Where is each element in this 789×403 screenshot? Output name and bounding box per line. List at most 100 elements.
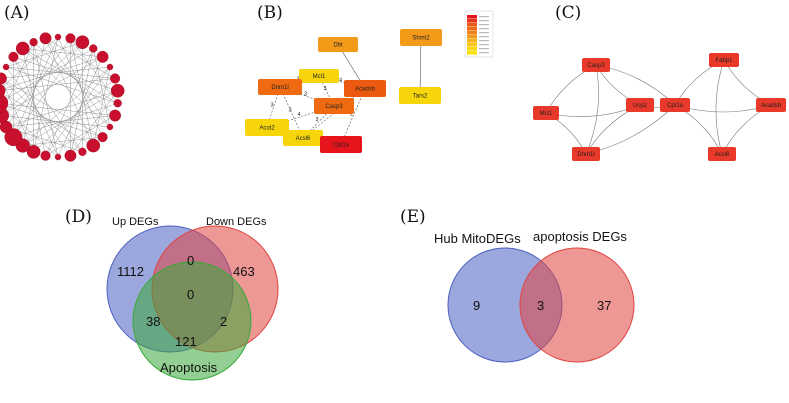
panel-a-edge (45, 38, 116, 79)
panel-a-edge (13, 56, 59, 158)
panel-c-node (582, 58, 610, 72)
panel-b-edge-weight: 3 (271, 102, 274, 108)
panel-b-node (314, 98, 354, 114)
panel-d-label: (D) (65, 207, 92, 227)
panel-a-edge (33, 42, 59, 158)
panel-c-node (626, 98, 654, 112)
panel-a-edge (93, 48, 111, 128)
panel-b-legend-tick (479, 40, 489, 42)
panel-b-legend-tick (479, 24, 489, 26)
panel-b-node (245, 119, 289, 136)
panel-a-nodes (0, 32, 125, 162)
panel-c-node (756, 98, 786, 112)
panel-b-node (318, 37, 358, 52)
panel-b-node-label: Dnm1l (271, 85, 288, 91)
panel-b-edge-weight: 3 (316, 117, 319, 123)
panel-a-edge (22, 48, 103, 58)
panel-a-edge (45, 38, 94, 146)
panel-a-node (96, 50, 109, 63)
venn-d-set-down-label: Down DEGs (206, 216, 267, 228)
panel-a-edge (33, 36, 59, 152)
panel-c-node-label: Mcl1 (540, 111, 553, 117)
panel-a-node (106, 123, 114, 131)
panel-a-node (4, 128, 23, 147)
panel-b-legend-tick (479, 48, 489, 50)
panel-a-node (110, 73, 121, 84)
panel-b-legend-swatch (467, 31, 477, 35)
panel-a-edge (13, 103, 118, 138)
venn-d-set-up-label: Up DEGs (112, 216, 159, 228)
panel-b-node (399, 87, 441, 104)
panel-b-legend-tick (479, 36, 489, 38)
venn-d-up-only: 1112 (117, 264, 144, 279)
panel-a-edge (13, 36, 59, 138)
panel-a-edge (70, 48, 94, 156)
venn-d-up-apop: 38 (146, 314, 160, 329)
panel-a-node (64, 149, 77, 162)
panel-a-edge (45, 38, 111, 128)
panel-b-network: 333334332234 DbtMcl1Dnm1lAcadsbCasp3Acot… (245, 10, 494, 153)
panel-b-edge-weight: 3 (289, 108, 292, 114)
panel-b-legend-tick (479, 32, 489, 34)
panel-b-legend-swatch (467, 51, 477, 55)
panel-a-edge (45, 66, 111, 156)
panel-a-edge (5, 66, 118, 104)
panel-b-legend-swatch (467, 19, 477, 23)
panel-b-node-label: Tars2 (413, 94, 428, 100)
venn-e-both: 3 (537, 298, 544, 313)
panel-c-edge (585, 64, 599, 155)
panel-a-edge (0, 78, 83, 152)
panel-a-edge (0, 66, 110, 79)
panel-a-node (40, 150, 51, 161)
panel-b-legend-swatch (467, 39, 477, 43)
panel-a-edge (6, 115, 116, 128)
panel-b-edge-weight: 2 (350, 112, 353, 118)
panel-a-node (39, 32, 52, 45)
panel-a-network (0, 32, 125, 162)
panel-a-edge (45, 115, 116, 156)
panel-a-edge (5, 90, 118, 128)
panel-a-edge (22, 136, 103, 146)
panel-a-edge (45, 48, 94, 156)
panel-b-edge (419, 37, 422, 96)
venn-e-set-left-label: Hub MitoDEGs (434, 231, 521, 246)
panel-a-edge (0, 56, 103, 91)
panel-a-node (113, 99, 122, 108)
panel-b-edge-weight: 3 (324, 86, 327, 92)
panel-a-edge (0, 36, 59, 90)
panel-b-legend-swatch (467, 15, 477, 19)
panel-a-edge (5, 66, 71, 156)
venn-d-all: 0 (187, 287, 194, 302)
panel-a-edge (22, 48, 46, 156)
panel-c-edge (585, 104, 676, 155)
panel-a-edge (70, 38, 118, 104)
panel-a-edge (0, 78, 103, 138)
panel-b-node-label: Cpt1a (333, 143, 350, 149)
panel-a-edge (22, 38, 46, 146)
panel-a-node (26, 145, 41, 159)
venn-e-set-right-label: apoptosis DEGs (533, 229, 627, 244)
panel-a-edge (33, 78, 116, 152)
panel-a-edge (13, 56, 83, 152)
venn-d-up-down: 0 (187, 253, 194, 268)
panel-d-venn: Up DEGs Down DEGs Apoptosis 1112 463 121… (106, 216, 279, 381)
panel-a-node (106, 63, 114, 71)
panel-c-edge (674, 104, 723, 155)
panel-c-node (572, 147, 600, 161)
panel-a-edge (22, 48, 118, 104)
panel-a-node (110, 83, 125, 98)
panel-c-label: (C) (555, 3, 581, 23)
panel-a-node (65, 33, 76, 44)
panel-b-legend-swatch (467, 47, 477, 51)
panel-a-node (29, 38, 38, 47)
venn-d-circle-apop (132, 261, 252, 381)
panel-a-edge (5, 38, 71, 128)
panel-b-node-label: Shmt2 (412, 36, 430, 42)
panel-b-legend-tick (479, 28, 489, 30)
panel-c-edge (545, 64, 597, 114)
panel-a-edge (22, 90, 118, 146)
panel-a-node (54, 153, 62, 161)
panel-a-edge (33, 42, 116, 116)
